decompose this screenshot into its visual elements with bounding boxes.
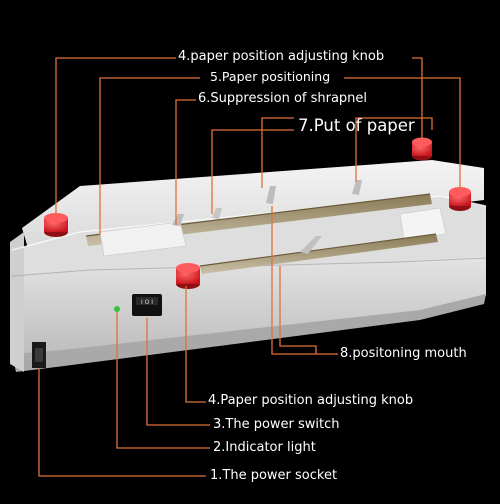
lower-paper-slot [199,233,438,274]
leader-mouth-b [279,266,317,354]
label-indicator-light: 2.Indicator light [213,440,316,455]
knob-left [44,213,68,237]
label-power-socket: 1.The power socket [210,468,338,483]
leader-paper-positioning [99,77,200,235]
power-socket [32,342,46,368]
leader-indicator [116,312,210,449]
leader-put-paper-left [211,129,294,214]
indicator-light [114,306,120,312]
label-shrapnel: 6.Suppression of shrapnel [198,91,368,106]
switch-marking: I O I [141,299,153,306]
leader-socket [38,368,206,477]
label-knob-top: 4.paper position adjusting knob [178,49,385,64]
leader-shrapnel [175,99,196,225]
leader-put-paper-right [355,117,433,182]
upper-paper-slot [85,180,447,257]
power-switch: I O I [132,294,162,316]
leader-switch [146,318,210,426]
leader-knob-top-right [412,57,423,140]
leader-lines [38,57,461,477]
label-power-switch: 3.The power switch [213,417,340,432]
label-positioning-mouth: 8.positoning mouth [340,346,467,361]
knob-top-right [412,137,432,161]
knob-front [176,263,200,289]
leader-knob-bottom [185,286,206,403]
leader-put-paper-mid [261,117,294,188]
knob-right [449,187,471,211]
label-paper-positioning: 5.Paper positioning [210,69,331,84]
leader-paper-positioning-right [344,77,461,190]
label-knob-bottom: 4.Paper position adjusting knob [208,393,414,408]
label-put-paper: 7.Put of paper [298,116,415,135]
leader-knob-top-left [55,57,176,217]
